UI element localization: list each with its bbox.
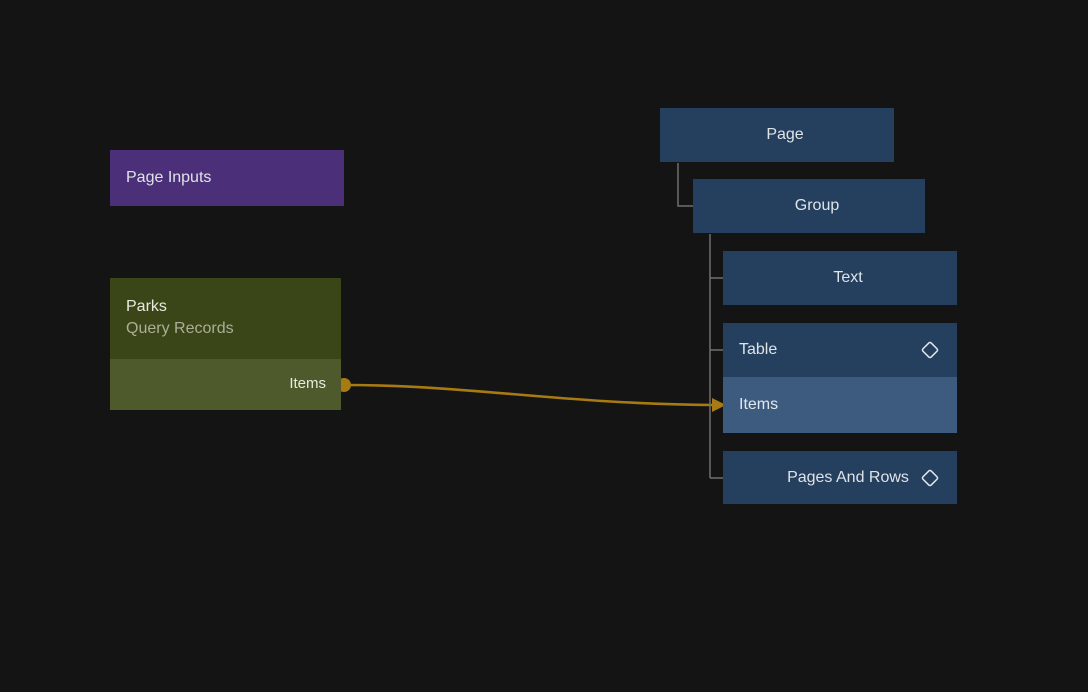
node-parks-output-port-label: Items (289, 375, 326, 393)
tree-node-table-input-port-label: Items (739, 396, 779, 413)
tree-node-text-label: Text (833, 269, 863, 286)
tree-node-table-group[interactable]: Table Items (723, 323, 957, 433)
diamond-icon[interactable] (920, 340, 940, 360)
connection-edge-parks-items-to-table-items (343, 383, 717, 407)
node-parks-header: Parks Query Records (110, 278, 341, 359)
tree-node-text[interactable]: Text (723, 251, 957, 305)
node-page-inputs[interactable]: Page Inputs (110, 150, 344, 206)
node-page-inputs-label: Page Inputs (126, 169, 212, 186)
node-parks-output-port-items[interactable]: Items (110, 359, 341, 410)
tree-node-page-label: Page (766, 126, 804, 143)
diamond-icon[interactable] (920, 468, 940, 488)
tree-node-pages-and-rows[interactable]: Pages And Rows (723, 451, 957, 504)
tree-node-group-label: Group (794, 197, 840, 214)
tree-node-pages-and-rows-label: Pages And Rows (787, 468, 909, 486)
tree-node-table-input-port-items[interactable]: Items (723, 377, 957, 433)
tree-node-page[interactable]: Page (660, 108, 894, 162)
tree-node-table[interactable]: Table (723, 323, 957, 377)
node-parks-subtitle: Query Records (126, 319, 234, 337)
node-parks-title: Parks (126, 298, 167, 315)
tree-node-group[interactable]: Group (693, 179, 925, 233)
tree-line-page-to-group (677, 163, 693, 207)
node-parks-query-records[interactable]: Parks Query Records Items (110, 278, 341, 410)
tree-node-table-label: Table (739, 341, 778, 358)
